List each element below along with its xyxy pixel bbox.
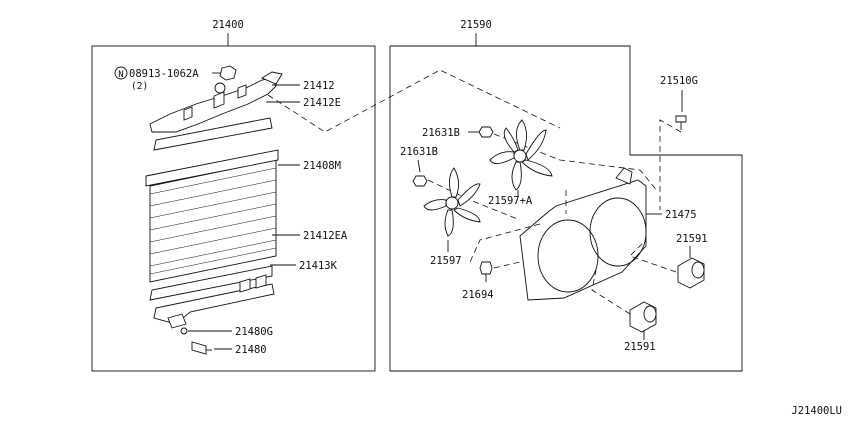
label-21510G: 21510G bbox=[660, 75, 698, 87]
fan-upper bbox=[489, 119, 553, 191]
label-21631B-upper: 21631B bbox=[422, 127, 460, 139]
label-21694: 21694 bbox=[462, 289, 494, 301]
motor-right-leader bbox=[629, 239, 677, 273]
motor-right bbox=[677, 257, 705, 289]
nut-part: N 08913-1062A (2) bbox=[114, 65, 237, 92]
label-21408M: 21408M bbox=[303, 160, 341, 172]
nut-label: 08913-1062A bbox=[129, 68, 199, 80]
label-21475: 21475 bbox=[665, 209, 697, 221]
screw bbox=[479, 261, 493, 282]
lower-tank bbox=[153, 274, 275, 329]
label-21591-bottom: 21591 bbox=[624, 341, 656, 353]
label-21631B-left: 21631B bbox=[400, 146, 438, 158]
motor-bottom bbox=[629, 301, 657, 333]
screw-leader bbox=[493, 261, 521, 269]
right-group-number: 21590 bbox=[460, 19, 492, 31]
bolt-left bbox=[412, 175, 428, 187]
assembly-link-line bbox=[267, 69, 561, 133]
fan-lower bbox=[423, 167, 481, 237]
label-21413K: 21413K bbox=[299, 260, 338, 272]
bolt-upper-leader bbox=[493, 133, 659, 193]
label-21480G: 21480G bbox=[235, 326, 273, 338]
fan-shroud bbox=[519, 167, 647, 301]
nut-qty: (2) bbox=[131, 81, 148, 92]
bolt-top bbox=[675, 115, 687, 130]
figure-code: J21400LU bbox=[791, 405, 842, 417]
bolt-upper bbox=[478, 126, 494, 138]
shroud-leader-a bbox=[469, 223, 541, 263]
label-21412: 21412 bbox=[303, 80, 335, 92]
bolt-top-leader bbox=[659, 119, 682, 210]
radiator-core bbox=[145, 149, 279, 283]
drain-gasket bbox=[180, 327, 188, 335]
label-21597A: 21597+A bbox=[488, 195, 533, 207]
bolt-left-leader bbox=[427, 179, 521, 221]
label-21480: 21480 bbox=[235, 344, 267, 356]
right-assembly-frame bbox=[389, 33, 743, 372]
upper-tank bbox=[149, 71, 283, 133]
left-group-number: 21400 bbox=[212, 19, 244, 31]
upper-seal bbox=[153, 117, 273, 151]
label-21591-right: 21591 bbox=[676, 233, 708, 245]
label-21412E: 21412E bbox=[303, 97, 341, 109]
motor-bottom-leader bbox=[591, 269, 631, 315]
nut-marker: N bbox=[118, 70, 123, 80]
label-21597: 21597 bbox=[430, 255, 462, 267]
left-assembly-frame bbox=[91, 33, 376, 372]
drain-cock bbox=[191, 341, 212, 355]
label-21412EA: 21412EA bbox=[303, 230, 348, 242]
lower-seal bbox=[149, 265, 273, 301]
